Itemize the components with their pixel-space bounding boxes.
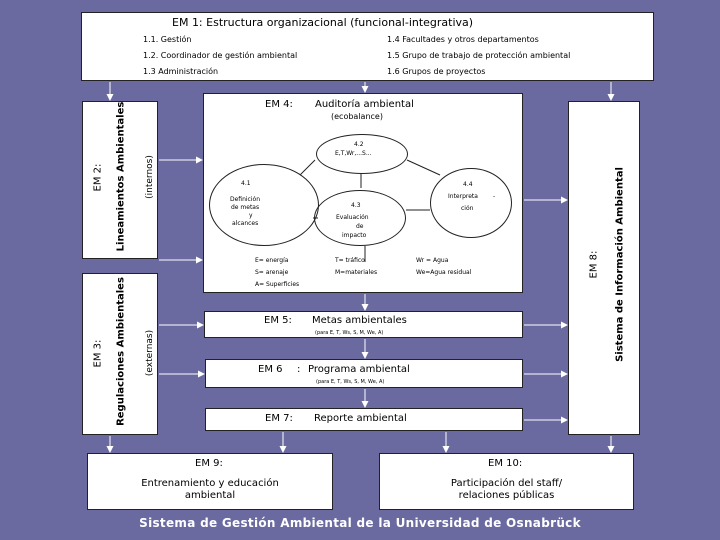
- node-4-1-line: de metas: [231, 204, 260, 211]
- em2-code: EM 2:: [92, 163, 104, 192]
- em4-title: Auditoría ambiental: [315, 99, 414, 110]
- em6-title: Programa ambiental: [308, 364, 410, 375]
- em8-box: Sistema de Información Ambiental EM 8:: [568, 101, 640, 435]
- node-4-1-num: 4.1: [241, 180, 251, 187]
- legend-item: Wr = Agua: [416, 257, 449, 264]
- em8-code: EM 8:: [588, 250, 600, 279]
- em10-title-line: relaciones públicas: [458, 490, 555, 501]
- legend-item: A= Superficies: [255, 281, 300, 288]
- em8-title: Sistema de Información Ambiental: [614, 167, 626, 362]
- em3-sub: (externas): [145, 329, 155, 377]
- em7-title: Reporte ambiental: [314, 413, 407, 424]
- em10-code: EM 10:: [488, 458, 523, 469]
- footer-caption: Sistema de Gestión Ambiental de la Unive…: [139, 516, 581, 530]
- em1-box: EM 1: Estructura organizacional (funcion…: [81, 12, 654, 81]
- node-4-4-dash: -: [493, 193, 496, 200]
- node-4-2-text: E,T,Wr,...S...: [335, 150, 372, 157]
- em1-item: 1.4 Facultades y otros departamentos: [387, 35, 539, 44]
- node-4-3-line: de: [356, 223, 364, 230]
- node-4-4-line: ción: [461, 205, 474, 212]
- em1-title: EM 1: Estructura organizacional (funcion…: [172, 16, 474, 29]
- em2-title: Lineamientos Ambientales: [115, 101, 127, 252]
- em5-code: EM 5:: [264, 315, 292, 326]
- legend-item: S= arenaje: [255, 269, 289, 276]
- node-4-3-line: Evaluación: [336, 214, 369, 221]
- node-4-2-num: 4.2: [354, 141, 364, 148]
- node-4-1: [209, 164, 319, 246]
- em1-item: 1.3 Administración: [143, 67, 219, 76]
- em1-item: 1.1. Gestión: [143, 35, 192, 44]
- em4-code: EM 4:: [265, 99, 293, 110]
- em1-item: 1.6 Grupos de proyectos: [387, 67, 486, 76]
- node-4-2: [316, 134, 408, 174]
- em5-note: (para E, T, Ws, S, M, We, A): [315, 330, 384, 336]
- node-4-1-line: alcances: [232, 220, 259, 227]
- em9-title-line: ambiental: [184, 490, 236, 501]
- em2-sub: (internos): [145, 155, 155, 199]
- em5-box: EM 5: Metas ambientales (para E, T, Ws, …: [204, 311, 523, 338]
- em6-colon: :: [297, 364, 301, 375]
- em9-code: EM 9:: [195, 458, 223, 469]
- em4-box: EM 4: Auditoría ambiental (ecobalance) 4…: [203, 93, 523, 293]
- em1-item: 1.2. Coordinador de gestión ambiental: [143, 51, 298, 60]
- em1-item: 1.5 Grupo de trabajo de protección ambie…: [387, 51, 571, 60]
- em7-box: EM 7: Reporte ambiental: [205, 408, 523, 431]
- em10-box: EM 10: Participación del staff/ relacion…: [379, 453, 634, 510]
- em9-box: EM 9: Entrenamiento y educación ambienta…: [87, 453, 333, 510]
- em4-sub: (ecobalance): [331, 112, 383, 121]
- node-4-4: [430, 168, 512, 238]
- em7-code: EM 7:: [265, 413, 293, 424]
- node-4-4-line: Interpreta: [448, 193, 478, 200]
- em3-code: EM 3:: [92, 339, 104, 368]
- legend-item: E= energía: [255, 257, 289, 264]
- em6-code: EM 6: [258, 364, 283, 375]
- legend-item: T= tráfico: [335, 257, 365, 264]
- em6-note: (para E, T, Ws, S, M, We, A): [316, 379, 385, 385]
- node-4-3-num: 4.3: [351, 202, 361, 209]
- em9-title-line: Entrenamiento y educación: [141, 478, 279, 489]
- em3-box: Regulaciones Ambientales EM 3: (externas…: [82, 273, 158, 435]
- node-4-1-line: Definición: [230, 196, 260, 203]
- em5-title: Metas ambientales: [312, 315, 407, 326]
- node-4-3-line: impacto: [342, 232, 367, 239]
- em6-box: EM 6 : Programa ambiental (para E, T, Ws…: [205, 359, 523, 388]
- node-4-4-num: 4.4: [463, 181, 473, 188]
- em2-box: Lineamientos Ambientales EM 2: (internos…: [82, 101, 158, 259]
- legend-item: M=materiales: [335, 269, 378, 276]
- em10-title-line: Participación del staff/: [450, 478, 563, 489]
- node-4-1-line: y: [249, 212, 253, 219]
- em3-title: Regulaciones Ambientales: [115, 277, 127, 426]
- legend-item: We=Agua residual: [416, 269, 472, 276]
